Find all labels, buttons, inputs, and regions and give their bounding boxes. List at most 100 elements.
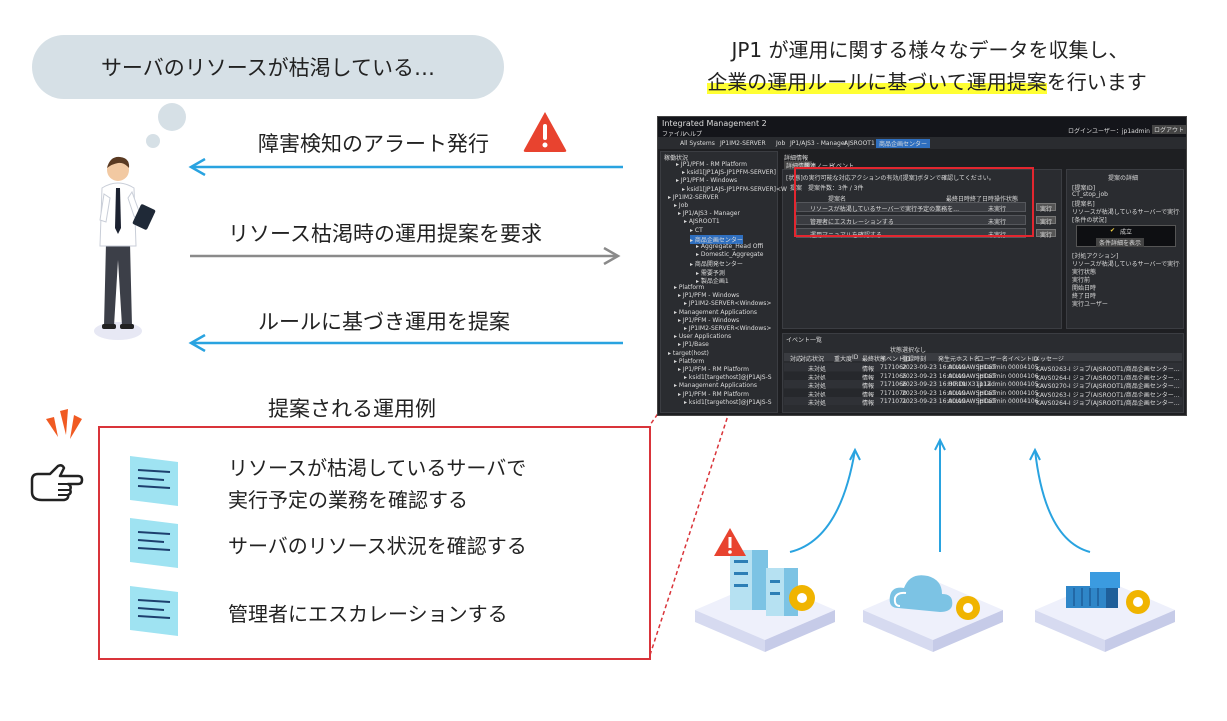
- request-arrow: [190, 247, 621, 265]
- jp1-menu-help[interactable]: ヘルプ: [684, 131, 703, 138]
- jp1-event-row[interactable]: [784, 397, 1182, 405]
- jp1-tree-item: ▸ ksid1[JP1AJS-JP1PFM-SERVER]: [682, 169, 777, 177]
- jp1-event-col: 対応状況: [800, 356, 825, 363]
- jp1-col-state: 操作状態: [994, 196, 1019, 203]
- jp1-event-cell: jp1admin: [978, 398, 1007, 405]
- jp1-subtab-detail[interactable]: 詳細情報: [784, 161, 813, 170]
- document-icon: [130, 586, 178, 636]
- jp1-event-cell: 未対処: [808, 366, 827, 373]
- jp1-tree-item: ▸ User Applications: [674, 333, 732, 341]
- jp1-event-row[interactable]: [784, 363, 1182, 371]
- example-text-3: 管理者にエスカレーションする: [228, 602, 508, 626]
- example-item-1: リソースが枯渇しているサーバで 実行予定の業務を確認する: [130, 452, 526, 516]
- jp1-proposal-name-1: リソースが枯渇しているサーバーで実行予定の業務を…: [810, 206, 960, 213]
- jp1-subtab-related[interactable]: 関連ノード: [804, 163, 835, 170]
- thought-dot-large: [158, 103, 186, 131]
- jp1-event-col: 最終状態: [862, 356, 887, 363]
- jp1-proposal-row[interactable]: [796, 215, 1026, 225]
- attention-burst-icon: [46, 409, 82, 439]
- jp1-execute-button[interactable]: [1036, 203, 1056, 211]
- jp1-tree-item: ▸ Platform: [674, 357, 705, 365]
- jp1-logout-button[interactable]: ログアウト: [1152, 125, 1186, 134]
- examples-box: リソースが枯渇しているサーバで 実行予定の業務を確認する サーバのリソース状況を…: [98, 426, 651, 660]
- jp1-tree-item: ▸ JP1/AJS3 - Manager: [678, 210, 740, 218]
- jp1-tree-item: ▸ ksid1[targethost]@JP1AJS-S: [684, 398, 772, 406]
- jp1-crumb-4[interactable]: AJSROOT1: [844, 140, 875, 147]
- jp1-crumb-2[interactable]: Job: [776, 140, 786, 147]
- jp1-count-label: 提案件数：3件 / 3件: [808, 185, 864, 192]
- jp1-subtab-event[interactable]: イベント: [830, 163, 855, 170]
- jp1-detail-line: [提案ID]: [1072, 185, 1096, 192]
- document-icon: [130, 456, 178, 506]
- jp1-detail-line: [提案名]: [1072, 201, 1095, 208]
- jp1-event-row[interactable]: [784, 371, 1182, 380]
- jp1-event-col: 重大度: [834, 356, 853, 363]
- headline-line1: JP1 が運用に関する様々なデータを収集し、: [731, 38, 1129, 62]
- jp1-event-cell: 00004106: [1008, 372, 1039, 380]
- jp1-tab-detail[interactable]: 詳細情報: [784, 155, 809, 162]
- jp1-event-filter[interactable]: 状態選択なし: [890, 347, 927, 354]
- data-flow-arrows: [789, 437, 1091, 553]
- jp1-event-cell: 7171071: [880, 398, 907, 405]
- jp1-detail-line: 実行前: [1072, 277, 1091, 284]
- jp1-event-col: 登録時刻: [902, 356, 927, 363]
- jp1-tree-item: ▸ Job: [674, 202, 689, 209]
- jp1-event-cell: 未対処: [808, 391, 827, 399]
- jp1-screenshot: Integrated Management 2 ファイル ヘルプ ログインユーザ…: [657, 116, 1187, 416]
- headline-line2: 企業の運用ルールに基づいて運用提案を行います: [672, 66, 1182, 95]
- examples-title: 提案される運用例: [268, 397, 436, 421]
- jp1-detail-line: [条件の状況]: [1072, 217, 1107, 224]
- jp1-execute-label-3: 実行: [1040, 232, 1053, 239]
- speech-bubble: サーバのリソースが枯渇している…: [32, 35, 504, 99]
- jp1-event-cell: 00004105: [1008, 364, 1039, 371]
- jp1-tree-item: ▸ JP1/PFM - Windows: [678, 292, 740, 300]
- propose-arrow: [188, 334, 623, 352]
- jp1-event-row[interactable]: [784, 380, 1182, 388]
- jp1-tree-item: ▸ 需要予測: [696, 269, 725, 277]
- jp1-event-cell: HIROUX3111Z: [948, 381, 992, 388]
- jp1-tree-item: ▸ JP1/PFM - Windows: [678, 316, 740, 324]
- jp1-detail-line: 終了日時: [1072, 293, 1097, 300]
- jp1-execute-label-2: 実行: [1040, 219, 1053, 226]
- jp1-crumb-0[interactable]: All Systems: [680, 140, 715, 147]
- jp1-titlebar: [658, 117, 1186, 137]
- jp1-app-title: Integrated Management 2: [662, 119, 767, 128]
- jp1-event-cell: jp1admin: [978, 381, 1007, 388]
- jp1-proposal-row[interactable]: [796, 228, 1026, 238]
- jp1-col-last: 最終日時: [946, 196, 971, 203]
- jp1-event-col: イベントID: [880, 356, 911, 363]
- jp1-crumb-3[interactable]: JP1/AJS3 - Manager: [790, 140, 848, 147]
- jp1-execute-button[interactable]: [1036, 229, 1056, 237]
- jp1-detail-line: リソースが枯渇しているサーバーで実行予定の業務を確認する: [1072, 209, 1180, 216]
- jp1-event-cell: KAVS0263-I ジョブ(AJSROOT1/商品企画センター…: [1036, 391, 1180, 399]
- jp1-event-title: イベント一覧: [786, 337, 823, 344]
- jp1-detail-line: リソースが枯渇しているサーバーで実行予定の業務を確認する: [1072, 261, 1180, 268]
- example-item-3: 管理者にエスカレーションする: [130, 586, 508, 642]
- jp1-proposal-state-1: 未実行: [988, 206, 1007, 213]
- jp1-detail-line: 開始日時: [1072, 285, 1097, 292]
- jp1-crumb-1[interactable]: JP1IM2-SERVER: [720, 140, 766, 147]
- jp1-event-cell: 2023-09-23 16:00:19: [902, 372, 966, 380]
- jp1-event-cell: ALIAGAWSHOST: [948, 389, 997, 397]
- jp1-check-icon: ✔: [1110, 227, 1116, 234]
- jp1-crumb-5[interactable]: 商品企画センター: [876, 139, 931, 148]
- jp1-condition-detail-button[interactable]: 条件詳細を表示: [1096, 238, 1145, 247]
- request-label: リソース枯渇時の運用提案を要求: [228, 222, 542, 246]
- jp1-event-cell: jp1admin: [978, 389, 1007, 397]
- jp1-detail-panel: [1066, 169, 1184, 329]
- jp1-detail-title: 提案の詳細: [1108, 175, 1139, 182]
- jp1-event-col: 対応: [790, 356, 803, 363]
- jp1-tree-item: ▸ CT: [690, 226, 703, 234]
- jp1-col-name: 提案名: [828, 196, 847, 203]
- jp1-event-cell: 7171070: [880, 389, 907, 397]
- jp1-event-cell: 2023-09-23 16:00:19: [902, 381, 966, 388]
- jp1-execute-button[interactable]: [1036, 216, 1056, 224]
- jp1-tree-item: ▸ Management Applications: [674, 308, 758, 316]
- container-platform: [1035, 572, 1175, 652]
- alert-arrow: [188, 158, 623, 176]
- jp1-proposal-row[interactable]: [796, 202, 1026, 212]
- jp1-event-row[interactable]: [784, 388, 1182, 397]
- jp1-event-cell: 未対処: [808, 400, 827, 407]
- jp1-menu-file[interactable]: ファイル: [662, 131, 687, 138]
- jp1-detail-line: CT_stop_job: [1072, 191, 1108, 198]
